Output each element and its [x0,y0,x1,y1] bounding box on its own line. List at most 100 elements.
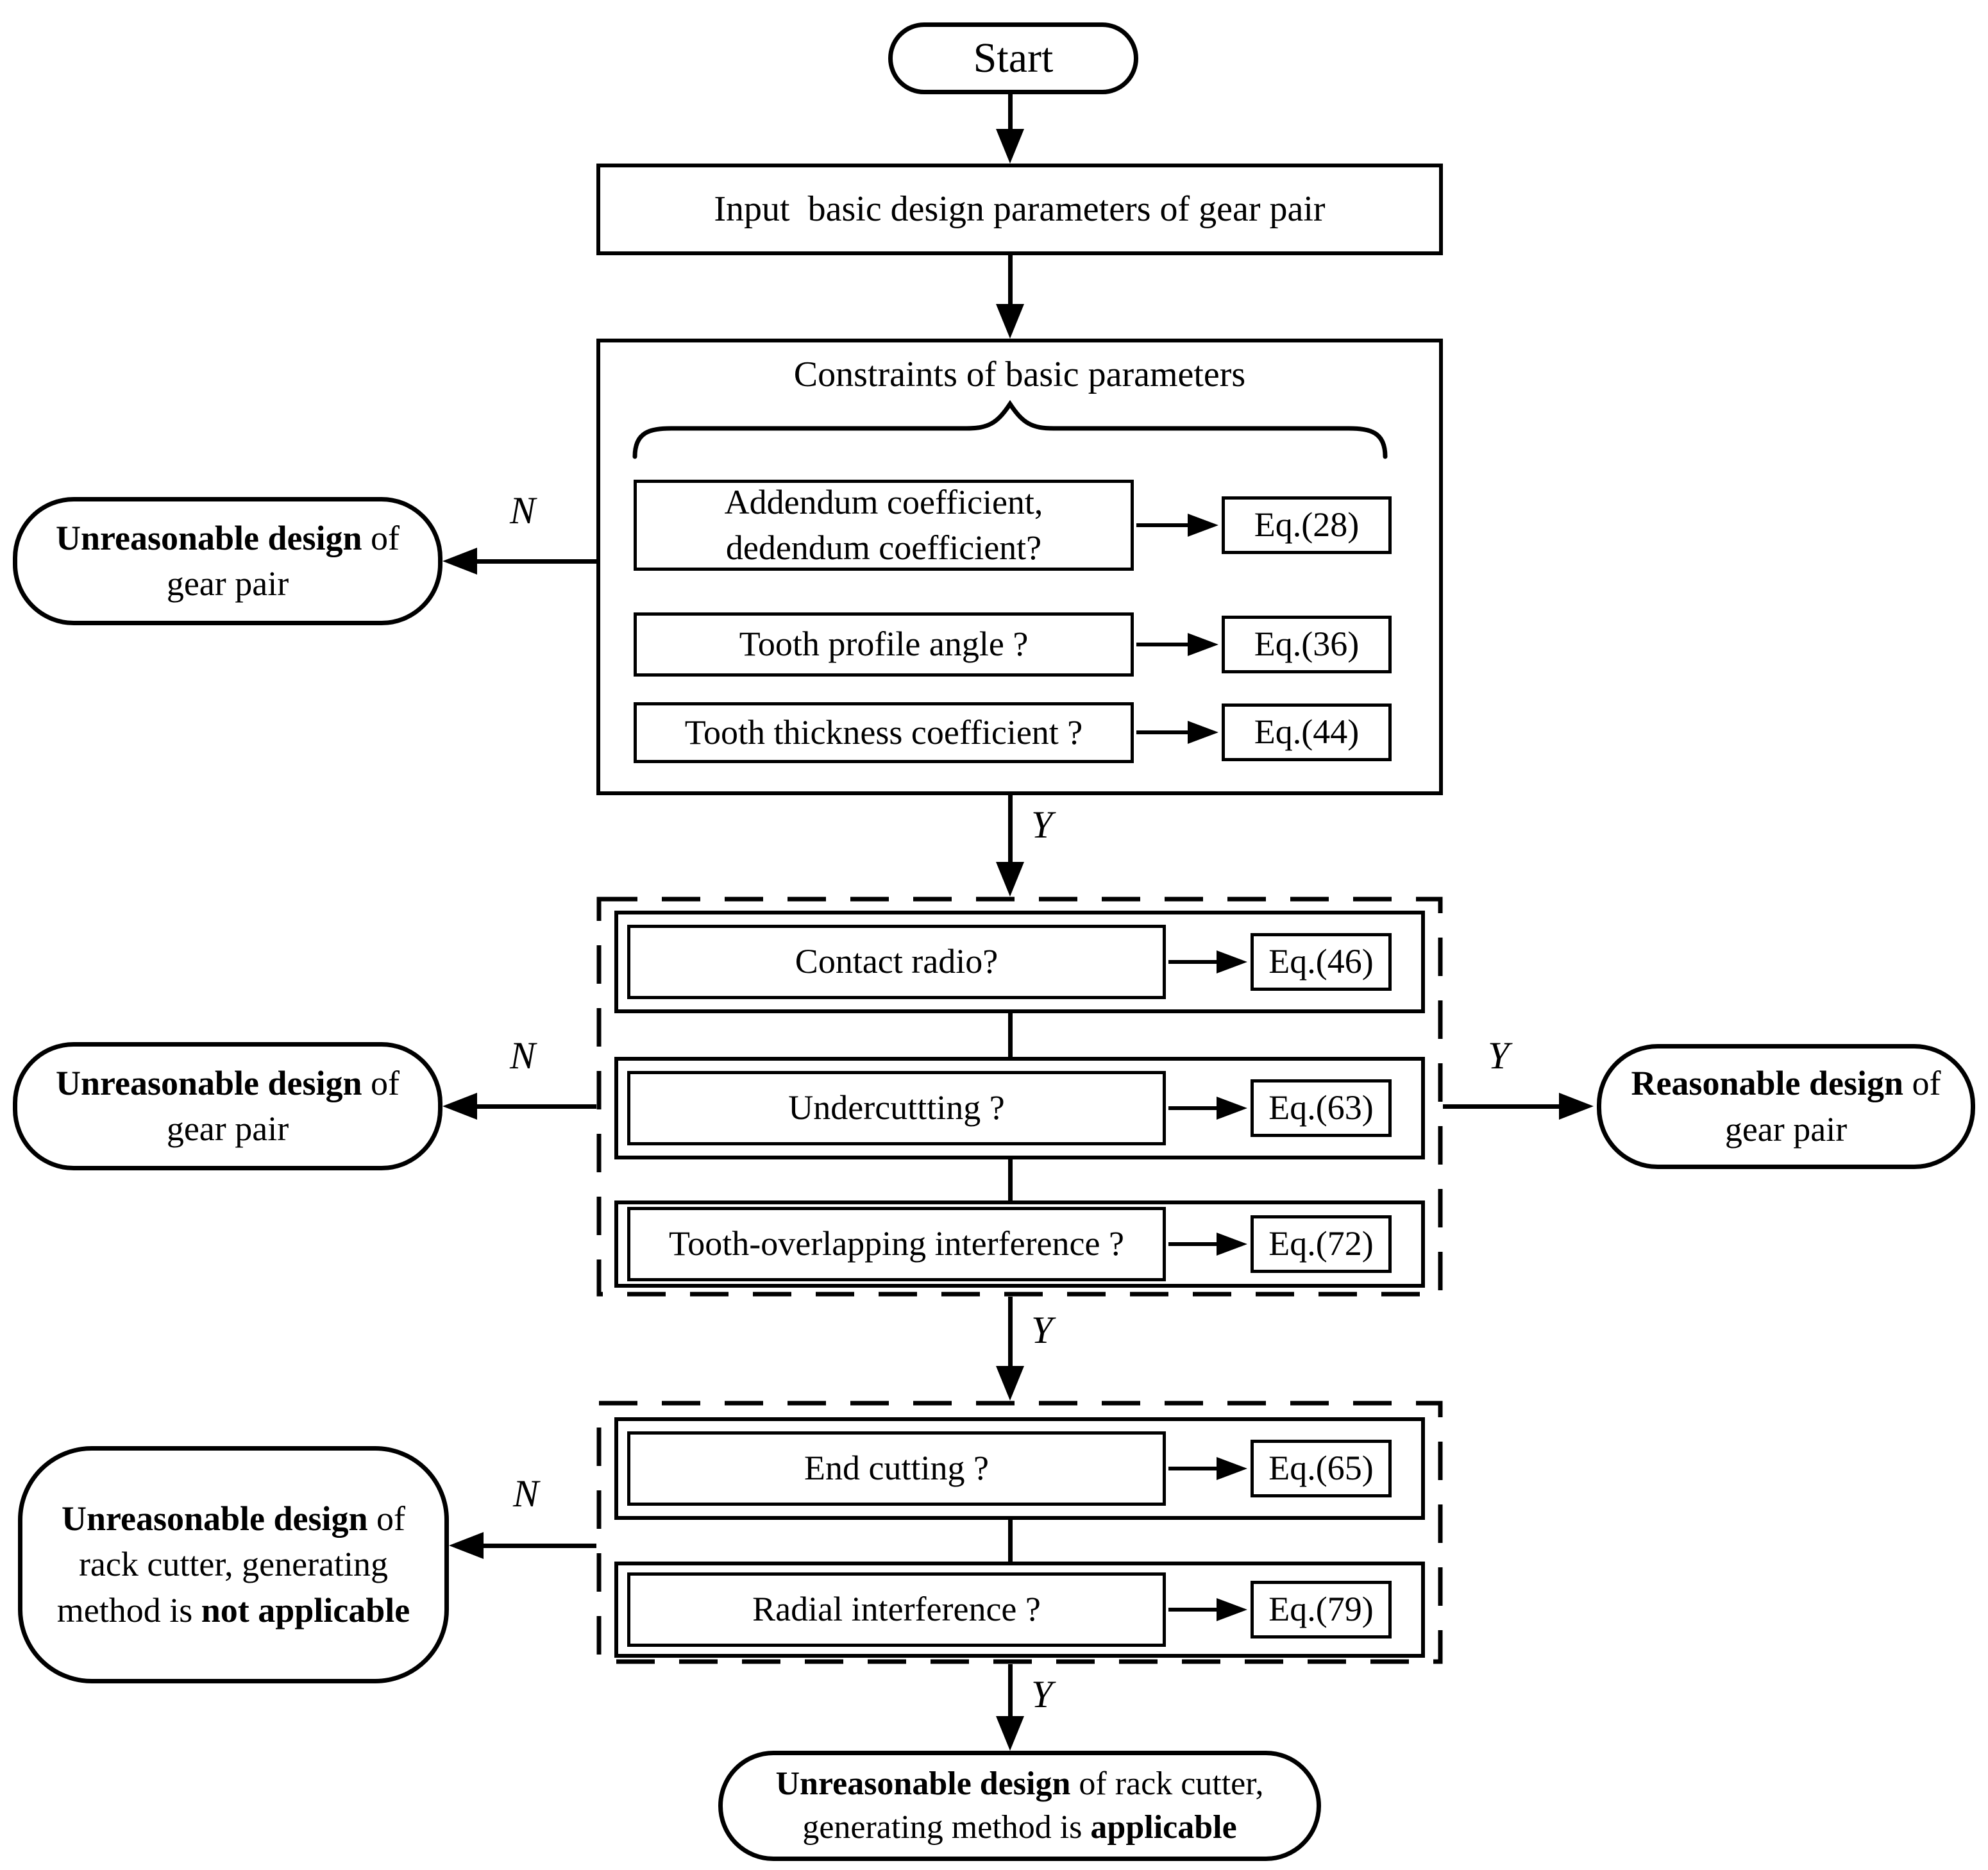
connector-endcut-to-radial [1008,1520,1013,1562]
eq65-label: Eq.(65) [1268,1449,1374,1488]
arrow-head-icon [1217,950,1247,973]
arrow-shaft [1007,255,1013,304]
unreasonable-rack-line2: rack cutter, generating [78,1545,389,1584]
arrow-head-icon [1188,514,1218,537]
arrow-to-eq65 [1168,1454,1247,1483]
label-no-3: N [513,1472,539,1515]
arrow-shaft [1168,1467,1217,1470]
arrow-shaft [1136,730,1188,734]
input-label: Input basic design parameters of gear pa… [714,189,1326,230]
arrow-shaft [484,1543,596,1548]
label-yes-1: Y [1031,804,1053,846]
arrow-head-icon [996,1716,1024,1751]
arrow-shaft [1007,1297,1013,1366]
unreasonable-rest: of [362,1063,400,1102]
reasonable-gear-line2: gear pair [1724,1109,1848,1149]
curly-brace-icon [632,400,1388,459]
eq63-label: Eq.(63) [1268,1088,1374,1127]
undercutting-question: Undercuttting ? [788,1088,1005,1127]
arrow-no-to-unreasonable-rack [449,1531,596,1560]
reasonable-gear-node: Reasonable design of gear pair [1597,1044,1975,1169]
eq72-label: Eq.(72) [1268,1224,1374,1263]
arrow-shaft [1168,1106,1217,1110]
arrow-start-to-input [995,94,1025,164]
arrow-head-icon [1217,1457,1247,1480]
label-yes-3: Y [1031,1673,1053,1715]
input-box: Input basic design parameters of gear pa… [596,164,1443,255]
eq44-box: Eq.(44) [1222,703,1392,761]
arrow-head-icon [442,1093,477,1120]
arrow-head-icon [1217,1097,1247,1120]
radial-interference-question-box: Radial interference ? [627,1572,1166,1647]
arrow-yes-to-reasonable [1443,1091,1594,1121]
start-node: Start [888,22,1138,94]
unreasonable-rack-node: Unreasonable design of rack cutter, gene… [18,1446,449,1683]
arrow-head-icon [996,1366,1024,1401]
overlap-interference-question-box: Tooth-overlapping interference ? [627,1207,1166,1281]
undercutting-question-box: Undercuttting ? [627,1071,1166,1145]
constraints-title: Constraints of basic parameters [793,355,1246,394]
arrow-shaft [477,1104,596,1109]
arrow-no-to-unreasonable-2 [442,1091,596,1121]
dashed-rect [596,1401,1443,1664]
thickness-question-box: Tooth thickness coefficient ? [634,702,1134,763]
arrow-head-icon [1559,1093,1594,1120]
arrow-head-icon [1188,633,1218,656]
arrow-shaft [1443,1104,1559,1109]
arrow-head-icon [1188,721,1218,744]
addendum-question-line1: Addendum coefficient, [724,482,1043,521]
mid-checks-dashed-border [596,897,1443,1297]
overlap-interference-question: Tooth-overlapping interference ? [669,1224,1124,1263]
end-cutting-question: End cutting ? [804,1449,989,1488]
eq46-label: Eq.(46) [1268,942,1374,981]
addendum-question-line2: dedendum coefficient? [725,528,1042,567]
unreasonable-gear-node-1: Unreasonable design of gear pair [13,497,442,625]
unreasonable-gear-line1: Unreasonable design of [56,516,400,561]
arrow-head-icon [996,862,1024,897]
arrow-shaft [1007,94,1013,129]
reasonable-bold: Reasonable design [1631,1064,1904,1103]
arrow-input-to-constraints [995,255,1025,339]
arrow-shaft [1007,795,1013,862]
reasonable-rest: of [1903,1064,1941,1103]
arrow-head-icon [449,1532,484,1559]
arrow-head-icon [1217,1233,1247,1256]
profile-angle-question: Tooth profile angle ? [739,625,1029,664]
unreasonable-gear-line2: gear pair [166,1109,289,1148]
arrow-to-final [995,1664,1025,1751]
start-label: Start [973,35,1054,81]
reasonable-gear-line1: Reasonable design of [1631,1061,1941,1106]
unreasonable-bold: Unreasonable design [55,1063,362,1102]
final-line1: Unreasonable design of rack cutter, [776,1762,1264,1806]
contact-ratio-question: Contact radio? [795,942,998,981]
unreasonable-bold: Unreasonable design [55,518,362,557]
final-line2-pre: generating method is [802,1809,1091,1846]
arrow-to-eq72 [1168,1229,1247,1259]
arrow-head-icon [996,129,1024,164]
arrow-head-icon [1217,1598,1247,1621]
eq63-box: Eq.(63) [1251,1079,1392,1137]
eq36-label: Eq.(36) [1254,625,1360,664]
eq79-box: Eq.(79) [1251,1581,1392,1638]
curly-brace-path [632,400,1388,459]
arrow-shaft [1007,1664,1013,1716]
eq72-box: Eq.(72) [1251,1215,1392,1273]
arrow-to-eq79 [1168,1595,1247,1624]
final-line2: generating method is applicable [802,1806,1236,1849]
unreasonable-rack-line1: Unreasonable design of [62,1496,405,1542]
unreasonable-rack-rest: of [367,1499,406,1538]
unreasonable-rack-line3: method is not applicable [57,1588,410,1633]
eq65-box: Eq.(65) [1251,1440,1392,1497]
arrow-no-to-unreasonable-1 [442,546,596,576]
unreasonable-gear-node-2: Unreasonable design of gear pair [13,1042,442,1170]
label-no-1: N [510,489,536,532]
eq44-label: Eq.(44) [1254,712,1360,752]
arrow-shaft [1168,1608,1217,1612]
label-yes-2: Y [1031,1309,1053,1351]
connector-contact-to-undercut [1008,1013,1013,1057]
profile-angle-question-box: Tooth profile angle ? [634,612,1134,677]
contact-ratio-question-box: Contact radio? [627,925,1166,999]
dashed-rect [596,897,1443,1297]
eq28-box: Eq.(28) [1222,496,1392,554]
